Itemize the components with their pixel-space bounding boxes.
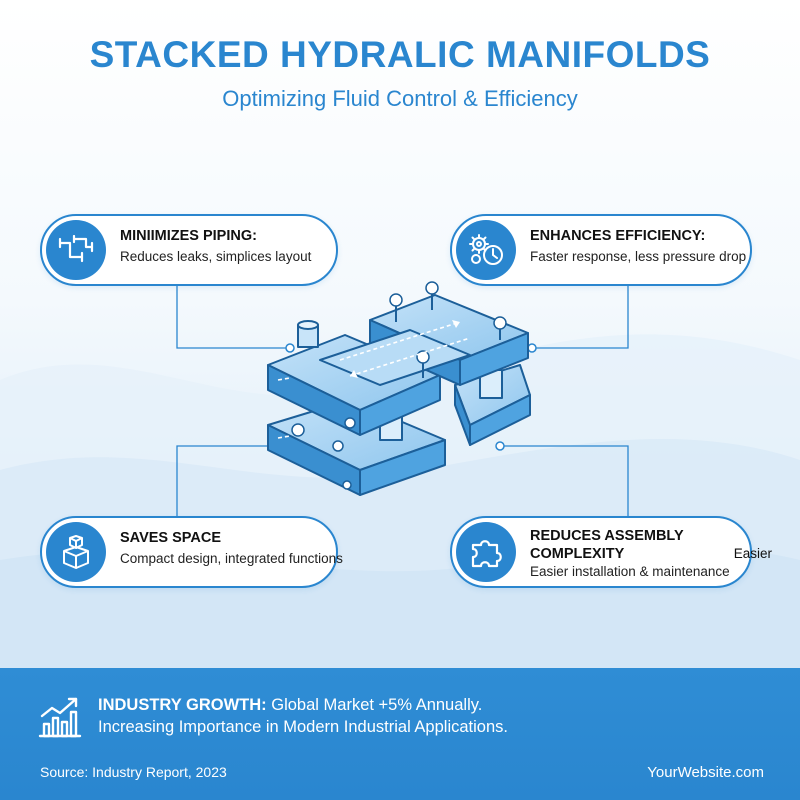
card-saves-space: SAVES SPACE Compact design, integrated f…: [40, 516, 343, 588]
card-text: Reduces leaks, simplices layout: [120, 249, 312, 264]
growth-label: INDUSTRY GROWTH:: [98, 696, 267, 714]
puzzle-piece-icon: [456, 522, 516, 582]
footer-banner: INDUSTRY GROWTH: Global Market +5% Annua…: [0, 668, 800, 800]
source-citation: Source: Industry Report, 2023: [40, 764, 227, 780]
card-heading: REDUCES ASSEMBLY COMPLEXITY Easier: [530, 527, 772, 563]
card-heading-main: REDUCES ASSEMBLY COMPLEXITY: [530, 528, 684, 562]
card-enhances-efficiency: ENHANCES EFFICIENCY: Faster response, le…: [450, 214, 752, 286]
growth-line2: Increasing Importance in Modern Industri…: [98, 718, 508, 736]
card-minimizes-piping: MINIIMIZES PIPING: Reduces leaks, simpli…: [40, 214, 338, 286]
card-heading: ENHANCES EFFICIENCY:: [530, 228, 706, 244]
manifold-illustration: [267, 281, 531, 496]
gears-clock-icon: [456, 220, 516, 280]
growth-chart-icon: [38, 694, 82, 743]
growth-detail: Global Market +5% Annually.: [266, 696, 483, 714]
card-text: Easier installation & maintenance: [530, 564, 730, 579]
card-reduces-assembly-complexity: REDUCES ASSEMBLY COMPLEXITY Easier Easie…: [450, 516, 772, 588]
card-text: Compact design, integrated functions: [120, 551, 343, 566]
card-heading: MINIIMIZES PIPING:: [120, 228, 257, 244]
card-heading: SAVES SPACE: [120, 530, 221, 546]
page-title: STACKED HYDRALIC MANIFOLDS: [89, 34, 711, 75]
card-text: Faster response, less pressure drop: [530, 249, 747, 264]
website-link[interactable]: YourWebsite.com: [647, 764, 764, 781]
stacked-cubes-icon: [46, 522, 106, 582]
industry-growth-text: INDUSTRY GROWTH: Global Market +5% Annua…: [98, 694, 778, 738]
page-subtitle: Optimizing Fluid Control & Efficiency: [222, 86, 578, 111]
card-heading-suffix: Easier: [730, 546, 773, 561]
pipes-icon: [46, 220, 106, 280]
